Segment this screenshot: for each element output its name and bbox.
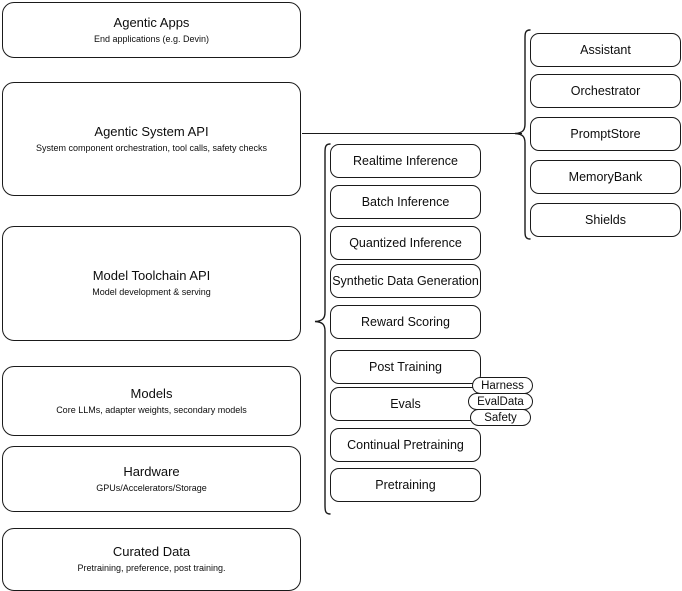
- component-box-reward-scoring[interactable]: Reward Scoring: [330, 305, 481, 339]
- component-box-evals[interactable]: Evals: [330, 387, 481, 421]
- chip-label: Harness: [481, 379, 524, 392]
- chip-label: Safety: [484, 411, 517, 424]
- component-label: PromptStore: [570, 127, 641, 141]
- component-box-continual-pretraining[interactable]: Continual Pretraining: [330, 428, 481, 462]
- chip-harness[interactable]: Harness: [472, 377, 533, 394]
- component-box-batch-inference[interactable]: Batch Inference: [330, 185, 481, 219]
- component-box-memorybank[interactable]: MemoryBank: [530, 160, 681, 194]
- layer-box-curated-data[interactable]: Curated Data Pretraining, preference, po…: [2, 528, 301, 591]
- component-box-pretraining[interactable]: Pretraining: [330, 468, 481, 502]
- component-label: Pretraining: [375, 478, 436, 492]
- layer-subtitle: System component orchestration, tool cal…: [35, 142, 268, 153]
- component-box-promptstore[interactable]: PromptStore: [530, 117, 681, 151]
- brace-system-components: [512, 28, 532, 243]
- component-box-realtime-inference[interactable]: Realtime Inference: [330, 144, 481, 178]
- connector-line-system-api: [302, 133, 522, 134]
- layer-box-models[interactable]: Models Core LLMs, adapter weights, secon…: [2, 366, 301, 436]
- layer-subtitle: GPUs/Accelerators/Storage: [96, 482, 207, 493]
- component-label: Continual Pretraining: [347, 438, 464, 452]
- component-label: Evals: [390, 397, 421, 411]
- component-label: Batch Inference: [361, 195, 450, 209]
- component-label: Realtime Inference: [353, 154, 458, 168]
- component-label: Assistant: [580, 43, 631, 57]
- layer-title: Agentic System API: [94, 123, 209, 139]
- layer-box-agentic-apps[interactable]: Agentic Apps End applications (e.g. Devi…: [2, 2, 301, 58]
- layer-title: Models: [130, 385, 173, 401]
- component-box-orchestrator[interactable]: Orchestrator: [530, 74, 681, 108]
- chip-safety[interactable]: Safety: [470, 409, 531, 426]
- chip-label: EvalData: [477, 395, 524, 408]
- component-label: Post Training: [369, 360, 442, 374]
- component-label: Shields: [585, 213, 626, 227]
- component-label: Quantized Inference: [349, 236, 462, 250]
- component-label: Orchestrator: [570, 84, 641, 98]
- component-box-synthetic-data-generation[interactable]: Synthetic Data Generation: [330, 264, 481, 298]
- layer-box-agentic-system-api[interactable]: Agentic System API System component orch…: [2, 82, 301, 196]
- layer-title: Agentic Apps: [113, 14, 190, 30]
- component-box-assistant[interactable]: Assistant: [530, 33, 681, 67]
- layer-subtitle: Core LLMs, adapter weights, secondary mo…: [56, 404, 247, 415]
- component-label: Reward Scoring: [361, 315, 450, 329]
- component-label: MemoryBank: [568, 170, 643, 184]
- layer-subtitle: Pretraining, preference, post training.: [77, 563, 226, 573]
- layer-box-model-toolchain-api[interactable]: Model Toolchain API Model development & …: [2, 226, 301, 341]
- chip-evaldata[interactable]: EvalData: [468, 393, 533, 410]
- layer-box-hardware[interactable]: Hardware GPUs/Accelerators/Storage: [2, 446, 301, 512]
- component-box-post-training[interactable]: Post Training: [330, 350, 481, 384]
- component-label: Synthetic Data Generation: [332, 274, 479, 288]
- layer-title: Curated Data: [112, 544, 191, 559]
- component-box-quantized-inference[interactable]: Quantized Inference: [330, 226, 481, 260]
- brace-toolchain-components: [312, 142, 332, 518]
- layer-subtitle: Model development & serving: [92, 287, 211, 297]
- layer-title: Hardware: [123, 463, 180, 479]
- layer-subtitle: End applications (e.g. Devin): [93, 33, 210, 44]
- layer-title: Model Toolchain API: [92, 268, 211, 283]
- component-box-shields[interactable]: Shields: [530, 203, 681, 237]
